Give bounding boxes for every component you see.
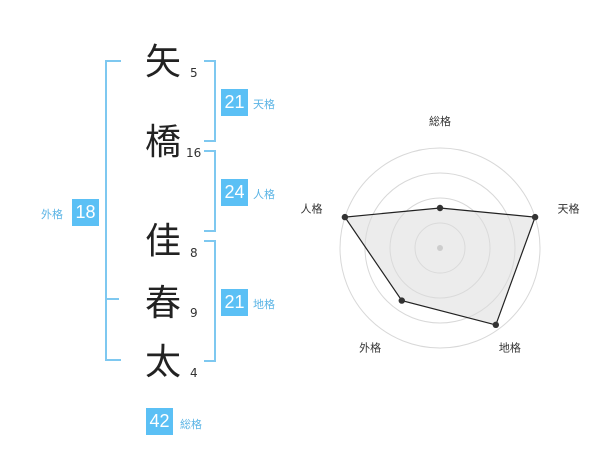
stroke-count-1: 5 bbox=[190, 66, 198, 80]
stroke-count-4: 9 bbox=[190, 306, 198, 320]
radar-polygon bbox=[343, 207, 536, 326]
radar-ring bbox=[389, 197, 491, 299]
name-char-3: 佳 bbox=[144, 221, 181, 262]
stroke-count-5: 4 bbox=[190, 366, 198, 380]
gaikaku-badge: 18 bbox=[72, 199, 99, 226]
radar-ring bbox=[364, 172, 516, 324]
name-char-4: 春 bbox=[144, 283, 181, 324]
name-char-1: 矢 bbox=[144, 42, 181, 83]
stroke-count-3: 8 bbox=[190, 246, 198, 260]
soukaku-badge: 42 bbox=[146, 408, 173, 435]
radar-points bbox=[341, 204, 539, 329]
radar-axis-label: 総格 bbox=[429, 114, 451, 128]
radar-axis-label: 地格 bbox=[499, 341, 521, 355]
radar-point bbox=[436, 204, 444, 212]
tenkaku-label: 天格 bbox=[253, 98, 275, 111]
radar-ring bbox=[414, 222, 466, 274]
radar-ring bbox=[339, 147, 541, 349]
radar-point bbox=[341, 213, 349, 221]
jinkaku-badge: 24 bbox=[221, 179, 248, 206]
radar-grid bbox=[339, 147, 541, 349]
gaikaku-label: 外格 bbox=[41, 208, 63, 221]
soukaku-label: 総格 bbox=[180, 418, 202, 431]
radar-axis-label: 天格 bbox=[558, 201, 580, 215]
gaikaku-bracket bbox=[105, 60, 121, 361]
chikaku-label: 地格 bbox=[253, 298, 275, 311]
radar-axis-label: 外格 bbox=[359, 341, 381, 355]
gaikaku-bracket-mid bbox=[105, 298, 119, 300]
jinkaku-bracket bbox=[204, 150, 216, 232]
tenkaku-badge: 21 bbox=[221, 89, 248, 116]
radar-point bbox=[531, 213, 539, 221]
radar-point bbox=[492, 321, 500, 329]
name-char-5: 太 bbox=[144, 342, 181, 383]
jinkaku-label: 人格 bbox=[253, 188, 275, 201]
chikaku-badge: 21 bbox=[221, 289, 248, 316]
radar-point bbox=[398, 297, 405, 304]
tenkaku-bracket bbox=[204, 60, 216, 142]
chikaku-bracket bbox=[204, 240, 216, 362]
radar-axis-label: 人格 bbox=[300, 201, 322, 215]
name-char-2: 橋 bbox=[144, 122, 181, 163]
radar-center bbox=[437, 245, 443, 251]
stroke-count-2: 16 bbox=[186, 146, 202, 160]
